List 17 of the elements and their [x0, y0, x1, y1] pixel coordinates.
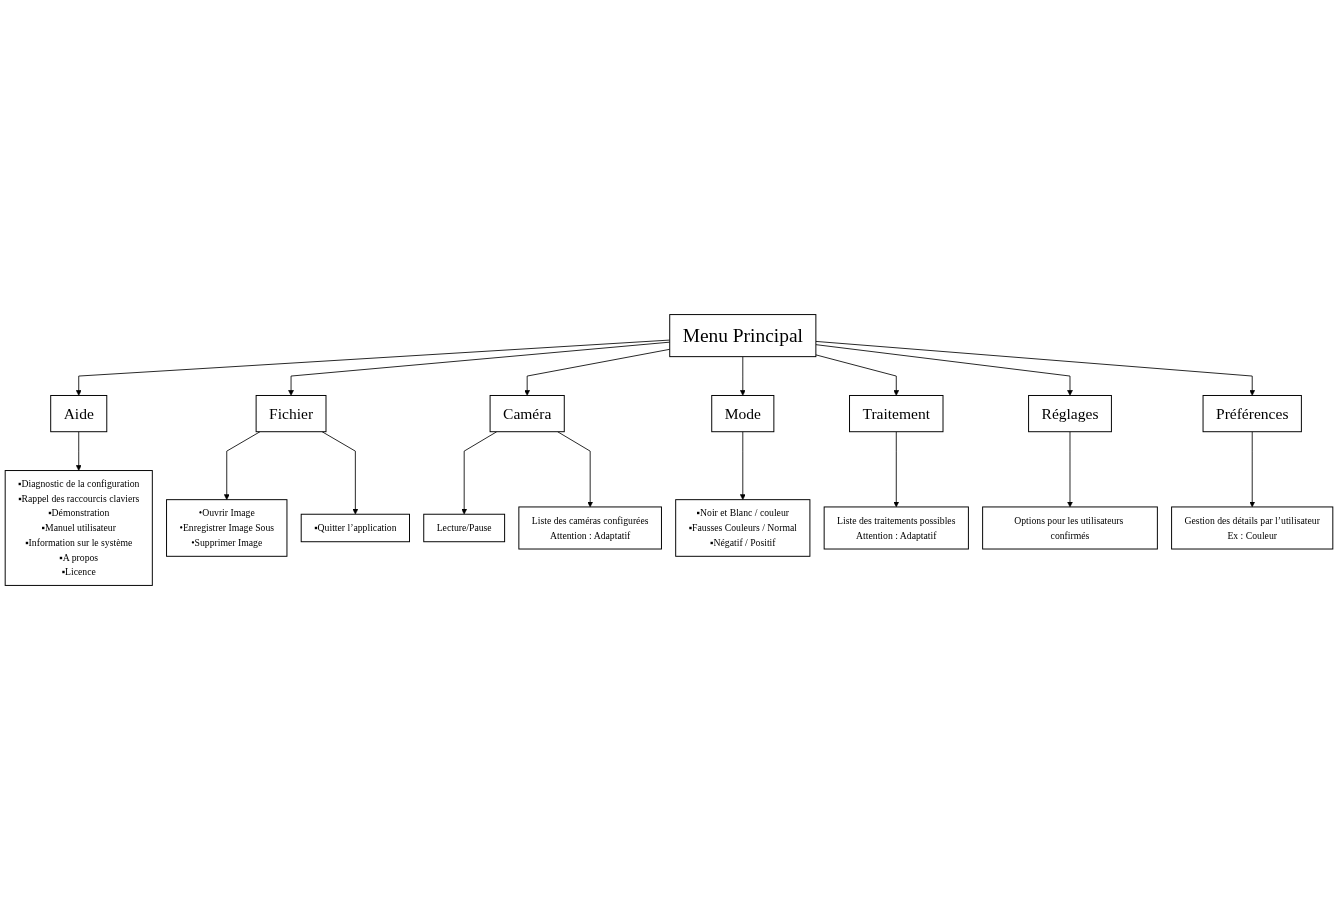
node-box: Gestion des détails par l’utilisateur Ex : Couleur: [1171, 506, 1334, 550]
node-box: Options pour les utilisateurs confirmés: [982, 506, 1158, 550]
node-box: Caméra: [489, 395, 565, 433]
node-box: Traitement: [849, 395, 944, 433]
node-box: ▪Quitter l’application: [300, 513, 410, 543]
node-box: Mode: [711, 395, 775, 433]
node-box: •Ouvrir Image •Enregistrer Image Sous •Supprimer Image: [166, 499, 288, 557]
node-box: Menu Principal: [669, 314, 817, 358]
node-box: Liste des traitements possibles Attention : Adaptatif: [823, 506, 969, 550]
node-box: Préférences: [1202, 395, 1302, 433]
node-box: ▪Noir et Blanc / couleur ▪Fausses Couleurs / Normal ▪Négatif / Positif: [675, 499, 811, 557]
node-box: Aide: [50, 395, 108, 433]
node-box: ▪Diagnostic de la configuration ▪Rappel des raccourcis claviers ▪Démonstration ▪Manuel utilisateur ▪Information sur le système ▪A propos ▪Licence: [4, 470, 153, 586]
node-box: Fichier: [255, 395, 327, 433]
node-box: Liste des caméras configurées Attention : Adaptatif: [518, 506, 662, 550]
node-box: Réglages: [1028, 395, 1112, 433]
node-box: Lecture/Pause: [423, 513, 506, 543]
